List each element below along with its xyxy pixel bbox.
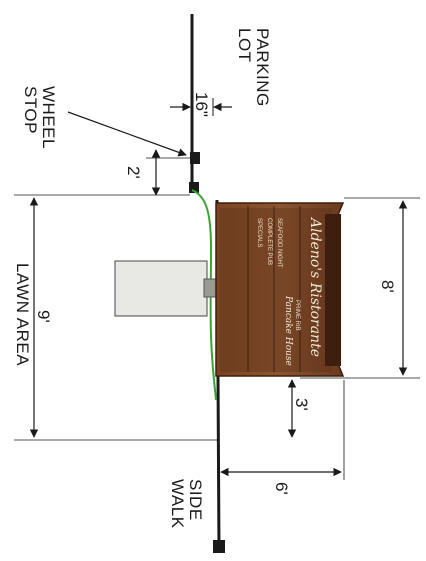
label-lawn-area-line-1: LAWN AREA [13,263,32,366]
sign-name: Aldeno's Ristorante [307,216,323,357]
label-parking-lot: PARKING LOT [235,28,272,107]
label-side-walk-line-1: SIDE [186,479,205,521]
sign-panel-line-2: SPECIALS [256,218,262,247]
dimension-lawn: 9' [29,197,53,438]
dimension-sign-gap: 3' [287,379,311,438]
label-wheel-stop-line-2: STOP [21,86,40,134]
dimension-wheel-stop-value: 2' [124,166,143,179]
dimension-sign-width-value: 8' [378,280,397,293]
sign-panel-line-3: SEAFOOD NIGHT [276,218,282,268]
sign-panel-line-1: COMPLETE PUB [266,218,272,265]
dimension-sign-depth-value: 6' [272,482,291,495]
label-parking-lot-line-1: PARKING [253,28,272,107]
sign-tagline: Pancake House [283,295,293,366]
label-wheel-stop-line-1: WHEEL [39,86,58,149]
dimension-curb-gap-value: 16" [192,92,211,117]
planter-box [114,260,217,317]
dimension-curb-gap: 16" [170,92,232,117]
sign-panel-line-4: PRIME RIB [294,300,300,331]
dimension-sign-gap-value: 3' [292,398,311,411]
dimension-sign-width: 8' [300,197,420,379]
label-side-walk: SIDE WALK [168,479,205,529]
wheel-stop-block [189,152,200,193]
monument-sign: Aldeno's Ristorante Pancake House COMPLE… [215,202,345,377]
dimension-lawn-value: 9' [34,310,53,323]
label-side-walk-line-2: WALK [168,479,187,529]
lawn-edge-curve [191,189,217,401]
label-wheel-stop: WHEEL STOP [21,86,58,149]
wheel-stop-leader [67,111,187,157]
dimension-wheel-stop: 2' [124,149,190,196]
dimension-sign-depth: 6' [220,380,345,495]
label-lawn-area: LAWN AREA [13,263,32,366]
label-parking-lot-line-2: LOT [235,28,254,63]
